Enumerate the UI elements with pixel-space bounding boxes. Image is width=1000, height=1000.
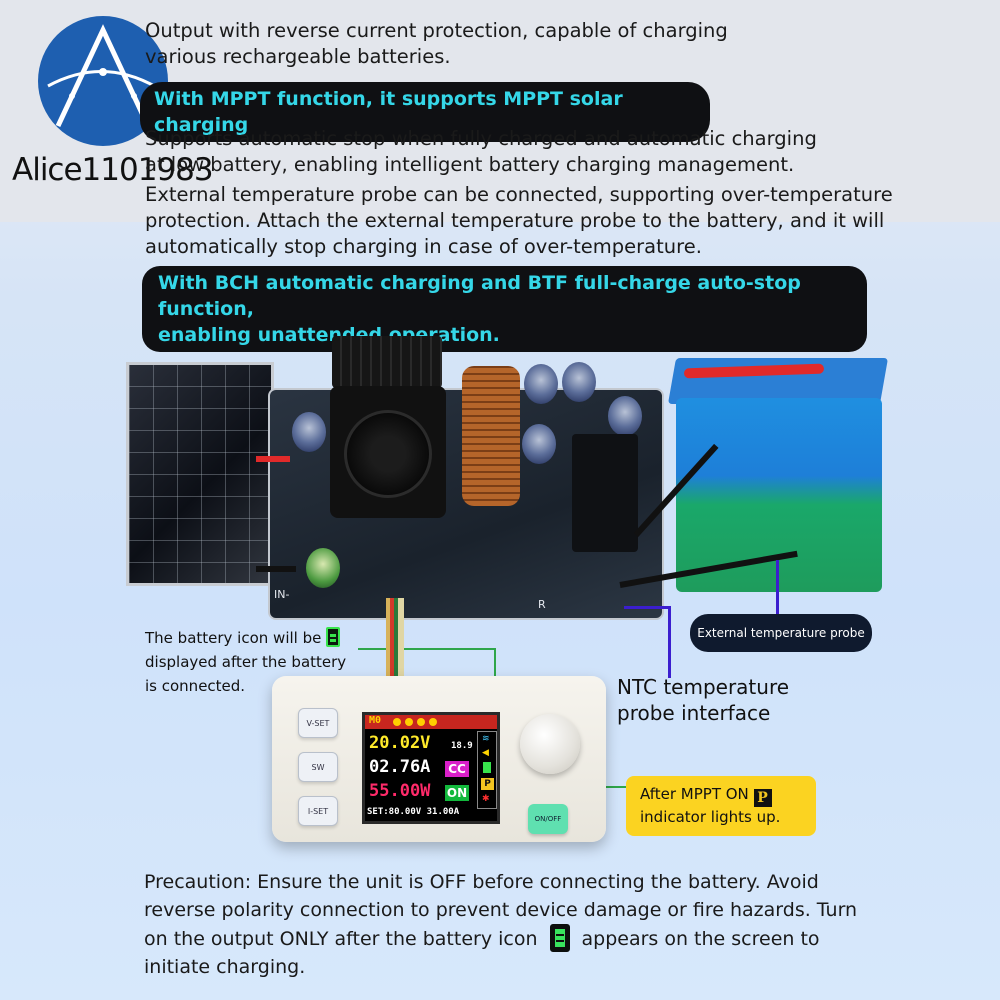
precaution-part: Precaution: Ensure the unit is OFF befor… [144, 871, 858, 950]
note-line: is connected. [145, 677, 246, 695]
battery-image [676, 398, 882, 592]
precaution-text: Precaution: Ensure the unit is OFF befor… [144, 868, 884, 981]
r-label: R [538, 598, 546, 611]
wifi-icon: ≋ [482, 734, 490, 744]
current-readout: 02.76A [369, 757, 431, 777]
voltage-readout: 20.02V [369, 733, 431, 753]
capacitor [522, 424, 556, 464]
power-readout: 55.00W [369, 781, 431, 801]
mppt-highlight: With MPPT function, it supports MPPT sol… [140, 82, 710, 142]
probe-wire [668, 606, 671, 678]
battery-icon [326, 627, 341, 647]
solar-black-wire [256, 566, 296, 572]
feature-line: Output with reverse current protection, … [145, 19, 728, 42]
note-line: The battery icon will be [145, 629, 322, 647]
onoff-button[interactable]: ON/OFF [528, 804, 568, 834]
ntc-line: probe interface [617, 701, 771, 725]
probe-wire [624, 606, 670, 609]
battery-icon-note: The battery icon will be displayed after… [145, 626, 346, 698]
relay [572, 434, 638, 552]
battery-icon [549, 924, 570, 952]
set-readout: SET:80.00V 31.00A [367, 807, 460, 817]
lcd-screen: M0 20.02V 02.76A 55.00W 18.9 CC ON ≋ ◀ P… [362, 712, 500, 824]
speaker-icon: ◀ [482, 748, 489, 758]
watermark-text: Alice1101983 [12, 152, 214, 188]
feature-line: protection. Attach the external temperat… [145, 209, 885, 232]
feature-text-1: Output with reverse current protection, … [145, 18, 728, 70]
vset-button[interactable]: V-SET [298, 708, 338, 738]
feature-line: Supports automatic stop when fully charg… [145, 127, 817, 150]
cc-badge: CC [445, 761, 469, 777]
iset-button[interactable]: I-SET [298, 796, 338, 826]
feature-line: External temperature probe can be connec… [145, 183, 893, 206]
battery-icon [483, 762, 491, 773]
solar-panel-image [126, 362, 274, 586]
feature-line: automatically stop charging in case of o… [145, 235, 702, 258]
mppt-p-icon: P [753, 789, 772, 807]
status-dot [429, 718, 437, 726]
status-dot [417, 718, 425, 726]
capacitor [524, 364, 558, 404]
highlight-text: With MPPT function, it supports MPPT sol… [154, 88, 623, 136]
ntc-line: NTC temperature [617, 675, 790, 699]
capacitor [306, 548, 340, 588]
bch-btf-highlight: With BCH automatic charging and BTF full… [142, 266, 867, 352]
in-minus-label: IN- [274, 588, 290, 601]
capacitor [562, 362, 596, 402]
highlight-text: enabling unattended operation. [158, 324, 500, 346]
on-badge: ON [445, 785, 469, 801]
ribbon-cable [386, 598, 404, 680]
rotary-knob[interactable] [520, 714, 580, 774]
feature-line: various rechargeable batteries. [145, 45, 451, 68]
feature-text-2: Supports automatic stop when fully charg… [145, 126, 817, 178]
solar-red-wire [256, 456, 290, 462]
alarm-icon: ✱ [482, 794, 490, 804]
status-dot [393, 718, 401, 726]
icon-column: ≋ ◀ P ✱ [477, 731, 497, 809]
callout-text: indicator lights up. [640, 808, 781, 826]
note-line: displayed after the battery [145, 653, 347, 671]
mode-label: M0 [369, 715, 382, 726]
callout-text: After MPPT ON [640, 785, 749, 803]
feature-line: at low battery, enabling intelligent bat… [145, 153, 795, 176]
heatsink [332, 336, 442, 388]
sw-button[interactable]: SW [298, 752, 338, 782]
precaution-part: appears on the screen to initiate chargi… [144, 928, 820, 978]
temp-probe-label: External temperature probe [690, 614, 872, 652]
ntc-label: NTC temperature probe interface [617, 674, 789, 726]
status-dot [405, 718, 413, 726]
mppt-callout: After MPPT ON P indicator lights up. [626, 776, 816, 836]
capacitor [292, 412, 326, 452]
cooling-fan [330, 386, 446, 518]
capacitor [608, 396, 642, 436]
callout-line [358, 648, 496, 650]
temp-readout: 18.9 [451, 741, 473, 751]
probe-wire [776, 560, 779, 616]
feature-text-3: External temperature probe can be connec… [145, 182, 893, 260]
inductor-coil [462, 366, 520, 506]
mppt-indicator-icon: P [481, 778, 494, 790]
highlight-text: With BCH automatic charging and BTF full… [158, 272, 801, 320]
